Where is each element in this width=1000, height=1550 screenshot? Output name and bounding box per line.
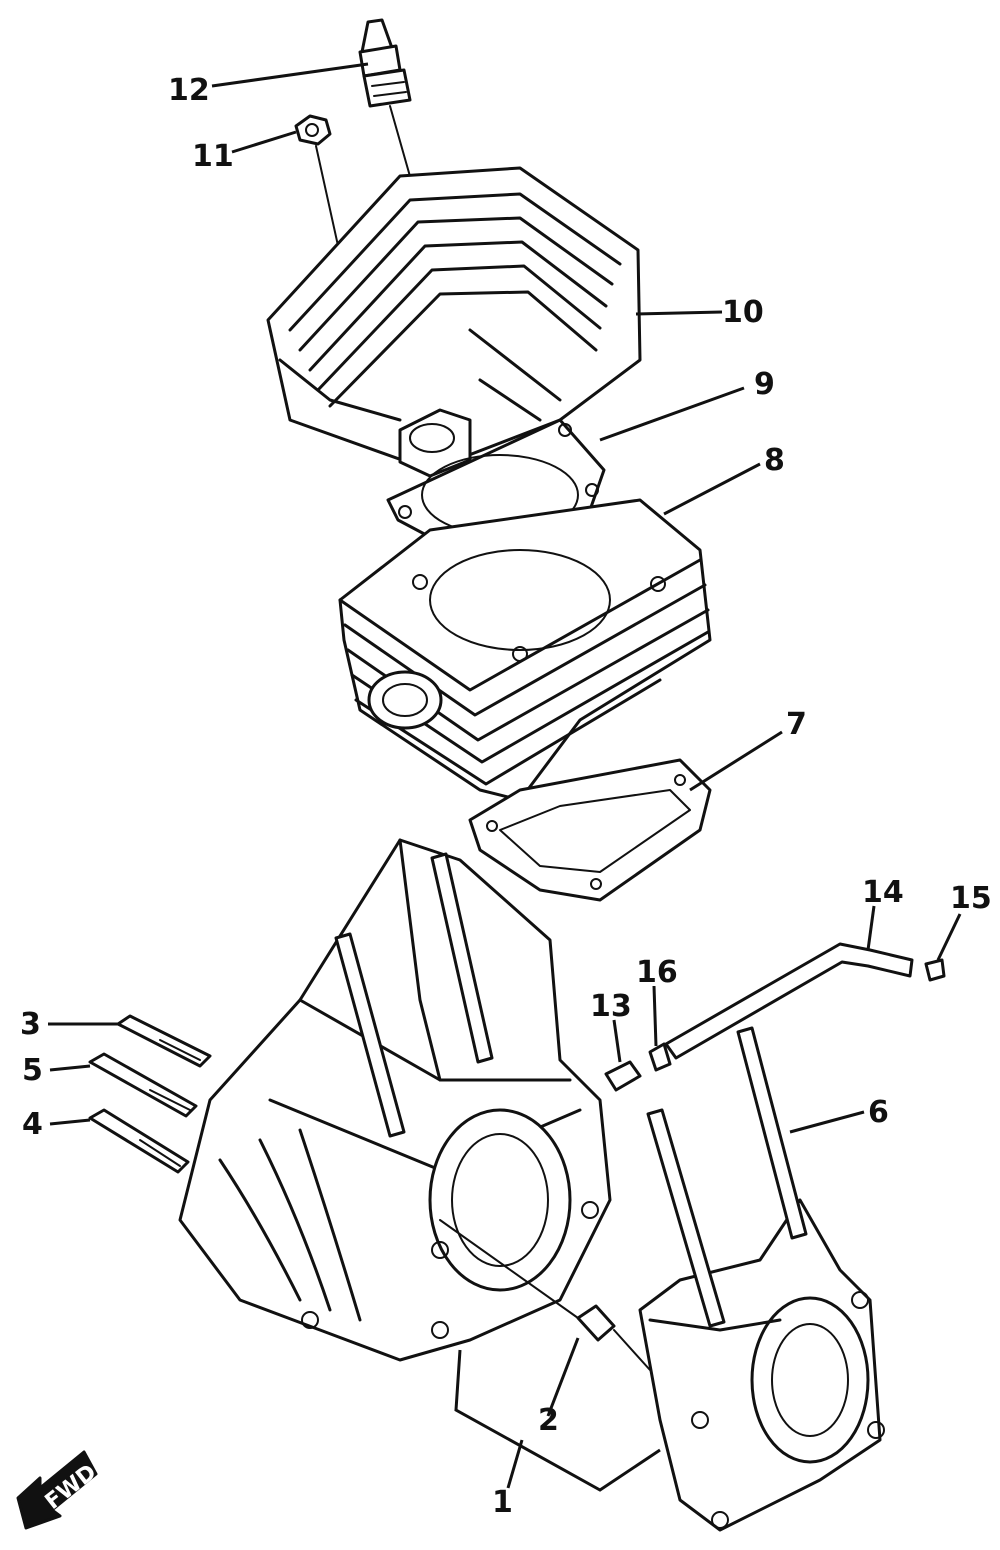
callout-2: 2 <box>538 1403 559 1438</box>
callout-15: 15 <box>950 881 992 916</box>
callout-labels: 12 11 10 9 8 7 14 15 16 13 3 5 4 6 2 1 <box>20 73 992 1520</box>
callout-10: 10 <box>722 295 764 330</box>
crankcase-bolts <box>88 1014 212 1174</box>
crankcase-right <box>638 1026 885 1532</box>
cylinder <box>338 498 712 802</box>
callout-16: 16 <box>636 955 678 990</box>
callout-9: 9 <box>754 367 775 402</box>
callout-13: 13 <box>590 989 632 1024</box>
callout-11: 11 <box>192 139 234 174</box>
callout-14: 14 <box>862 875 904 910</box>
callout-12: 12 <box>168 73 210 108</box>
callout-3: 3 <box>20 1007 41 1042</box>
nut <box>294 114 351 301</box>
callout-8: 8 <box>764 443 785 478</box>
leader-lines <box>48 62 962 1489</box>
callout-5: 5 <box>22 1053 43 1088</box>
forward-arrow-icon: FWD <box>16 1450 101 1530</box>
callout-4: 4 <box>22 1107 43 1142</box>
cylinder-head <box>266 166 642 478</box>
crankcase-studs <box>334 852 494 1138</box>
callout-1: 1 <box>492 1485 513 1520</box>
base-gasket <box>468 758 712 902</box>
oil-delivery-pipe <box>604 942 946 1092</box>
callout-7: 7 <box>786 707 807 742</box>
spark-plug <box>358 18 441 283</box>
callout-6: 6 <box>868 1095 889 1130</box>
dowel-pin <box>439 1219 651 1371</box>
callout-1-bracket <box>454 1349 661 1492</box>
